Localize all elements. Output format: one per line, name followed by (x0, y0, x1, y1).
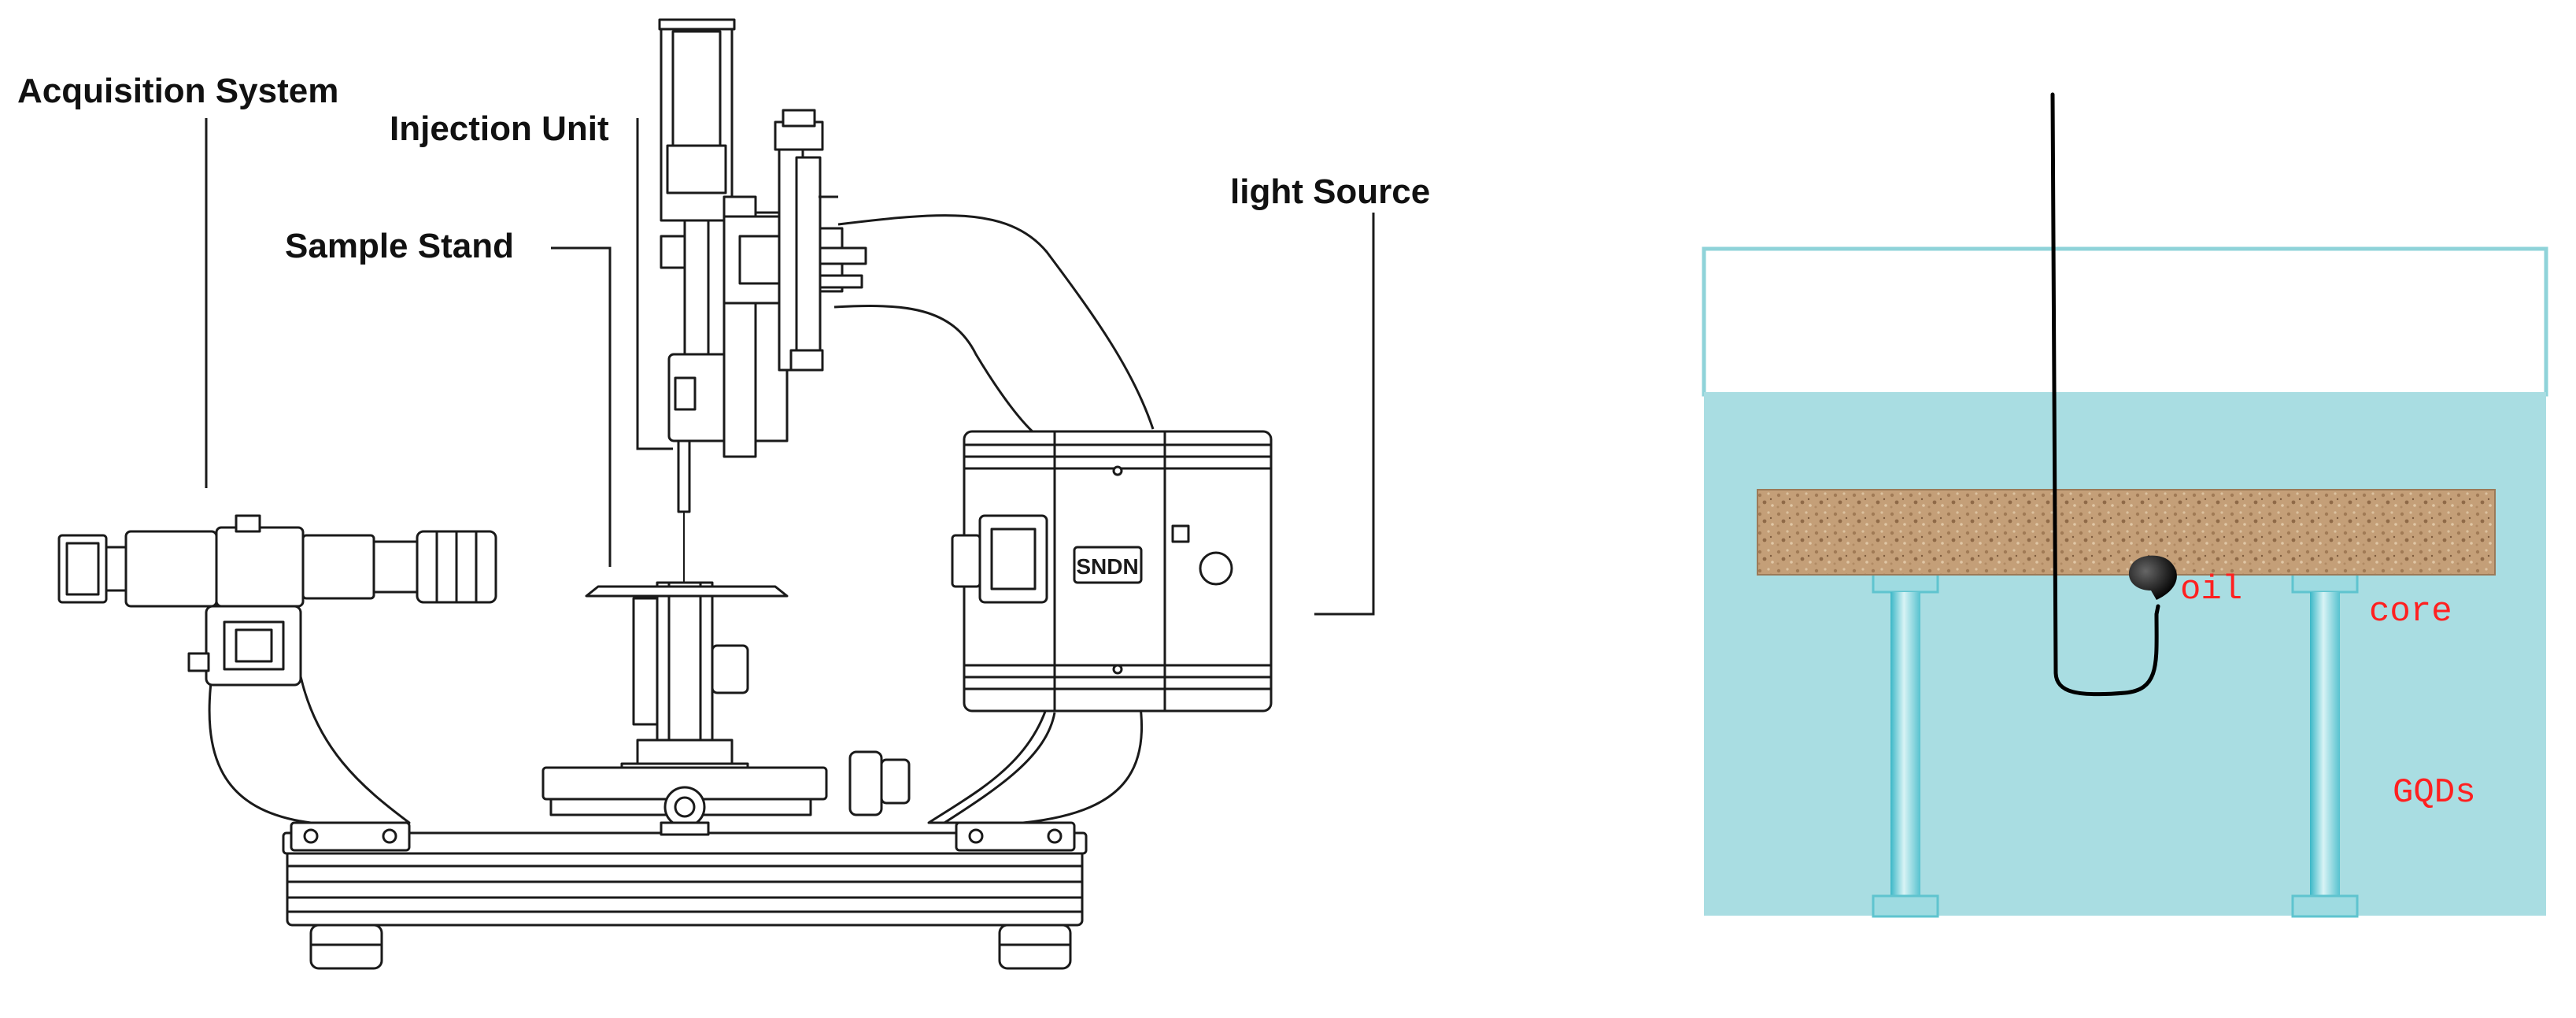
left-support-pillar (1872, 572, 1939, 918)
label-light-source: light Source (1230, 172, 1430, 211)
label-sample-stand: Sample Stand (285, 227, 514, 265)
left-arm (208, 668, 411, 824)
callout-lines (205, 118, 1375, 616)
light-source-leader (1314, 213, 1375, 616)
label-injection-unit: Injection Unit (390, 109, 609, 148)
base-rail (282, 821, 1088, 970)
label-oil: oil (2180, 570, 2242, 609)
light-cable-upper (837, 214, 1155, 430)
apparatus-drawing (57, 18, 1273, 970)
gqds-liquid (1704, 392, 2546, 916)
camera-holder (187, 605, 302, 687)
light-cable-lower (833, 305, 1040, 439)
right-support-pillar (2291, 572, 2359, 918)
tank-top (1702, 246, 2548, 397)
label-core: core (2369, 592, 2452, 631)
camera (57, 514, 497, 608)
needle (677, 439, 691, 583)
light-source-badge: SNDN (1076, 554, 1138, 579)
experiment-schematic: oil core GQDs (1702, 92, 2548, 918)
probe-needle (2050, 92, 2160, 697)
core-sample (1757, 489, 2496, 576)
label-gqds: GQDs (2393, 773, 2476, 813)
injection-unit (658, 18, 867, 458)
sample-stand (541, 581, 911, 836)
injection-leader (636, 118, 673, 450)
arm-cable (944, 712, 1056, 824)
oil-droplet (2128, 555, 2177, 600)
sample-stand-leader (551, 246, 612, 567)
label-acquisition-system: Acquisition System (17, 72, 338, 110)
light-source-box (951, 430, 1273, 713)
